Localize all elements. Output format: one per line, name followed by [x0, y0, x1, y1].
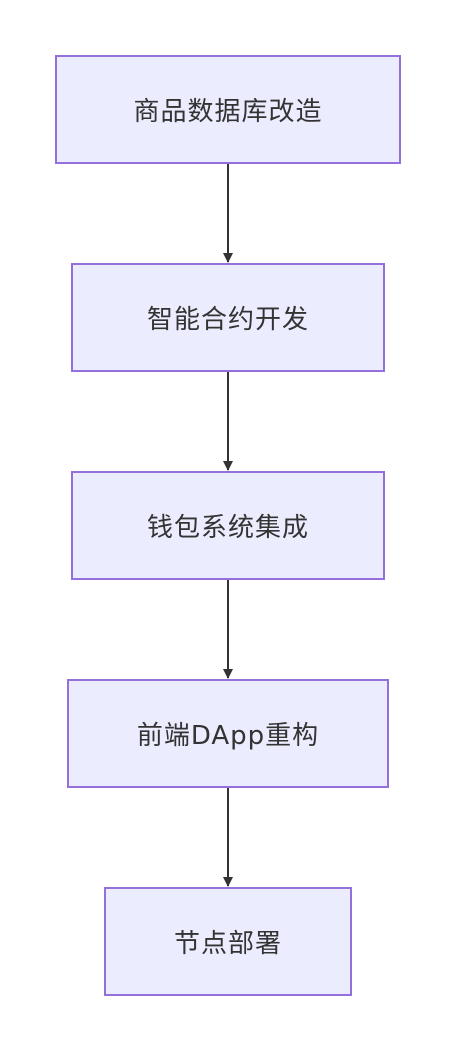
node-label: 钱包系统集成 [146, 513, 309, 543]
node-deployment: 节点部署 [104, 887, 352, 996]
node-label: 智能合约开发 [146, 305, 309, 335]
node-label: 前端DApp重构 [136, 721, 320, 751]
node-label: 商品数据库改造 [133, 97, 323, 127]
node-smart-contract-dev: 智能合约开发 [71, 263, 385, 372]
node-frontend-dapp-refactor: 前端DApp重构 [67, 679, 389, 788]
node-label: 节点部署 [173, 929, 282, 959]
node-database-refactor: 商品数据库改造 [55, 55, 401, 164]
node-wallet-integration: 钱包系统集成 [71, 471, 385, 580]
